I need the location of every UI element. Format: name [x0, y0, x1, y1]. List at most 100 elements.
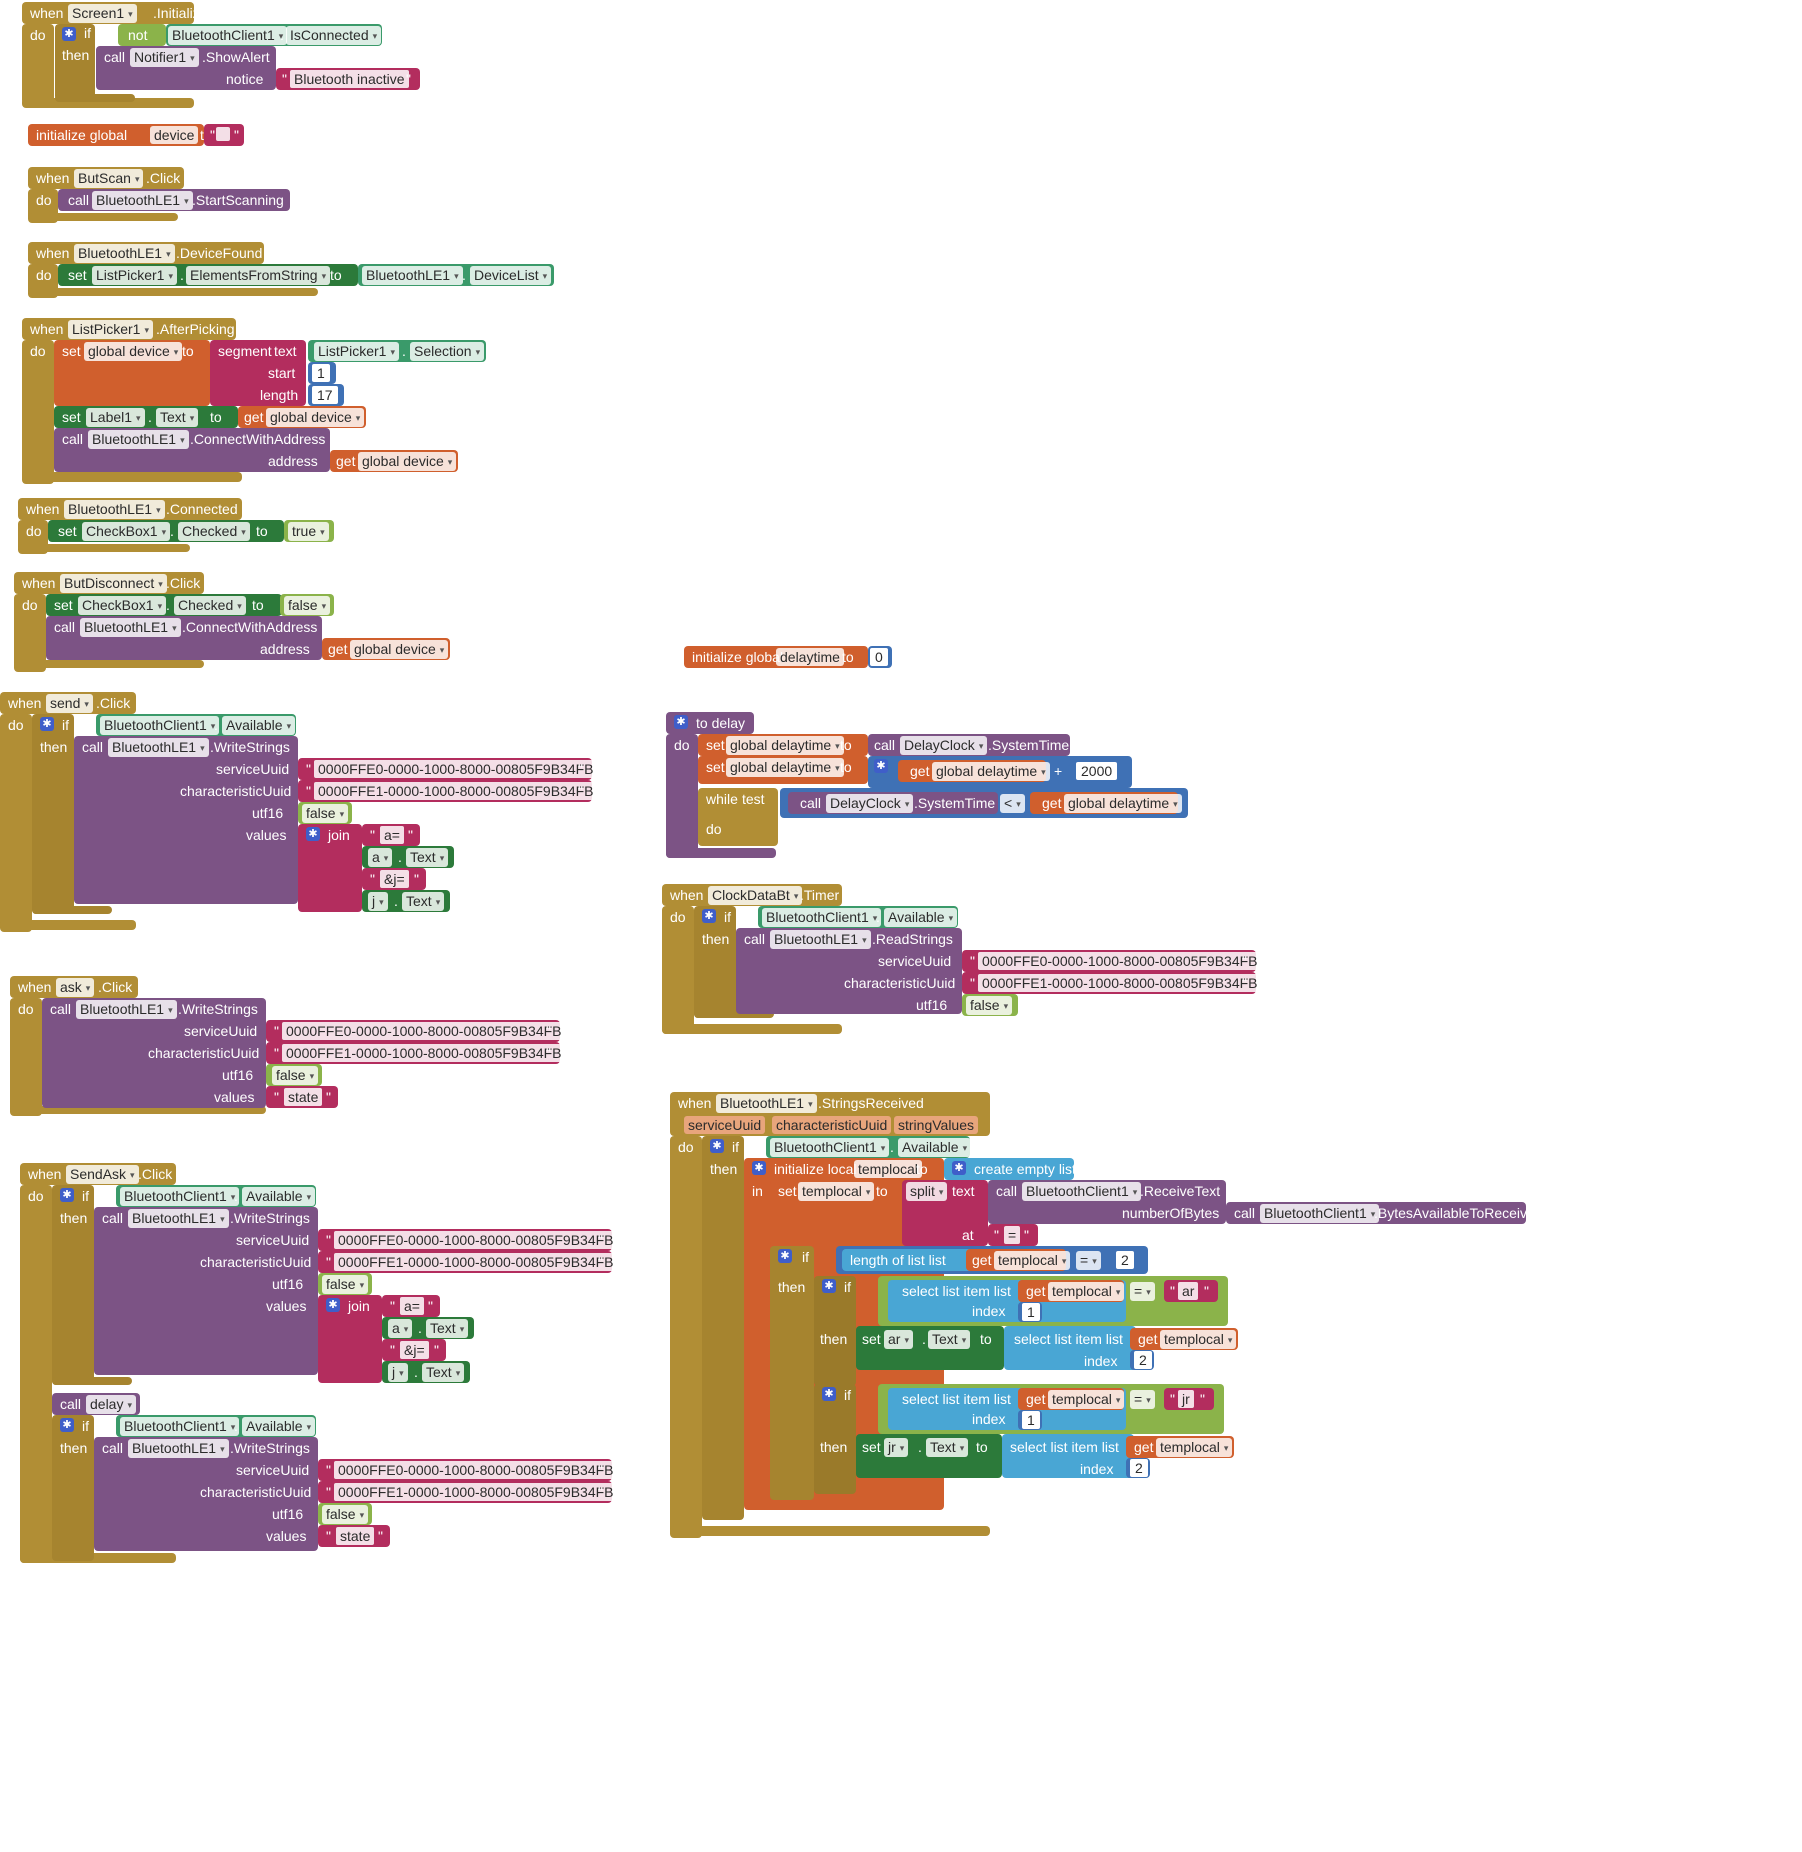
component-dropdown[interactable]: Notifier1▾ [130, 48, 199, 68]
mutator-gear-icon[interactable]: ✱ [60, 1418, 74, 1432]
event-param[interactable]: serviceUuid [684, 1116, 766, 1134]
number-literal[interactable]: 2 [1134, 1351, 1152, 1369]
boolean-dropdown[interactable]: false▾ [966, 996, 1013, 1016]
mutator-gear-icon[interactable]: ✱ [874, 759, 888, 773]
string-literal[interactable]: 0000FFE1-0000-1000-8000-00805F9B34FB [314, 782, 598, 800]
component-dropdown[interactable]: BluetoothClient1▾ [100, 716, 220, 736]
property-dropdown[interactable]: Available▾ [242, 1187, 316, 1207]
string-literal[interactable]: &j= [380, 870, 409, 888]
string-literal[interactable]: 0000FFE0-0000-1000-8000-00805F9B34FB [282, 1022, 566, 1040]
string-literal[interactable]: = [1004, 1226, 1021, 1244]
property-dropdown[interactable]: Checked▾ [174, 596, 246, 616]
variable-name-field[interactable]: delaytime [776, 648, 844, 666]
component-dropdown[interactable]: a▾ [388, 1319, 413, 1339]
component-dropdown[interactable]: j▾ [368, 892, 388, 912]
number-literal[interactable]: 2 [1130, 1459, 1148, 1477]
variable-name-field[interactable]: device [150, 126, 199, 144]
property-dropdown[interactable]: Available▾ [898, 1138, 972, 1158]
compare-operator-dropdown[interactable]: <▾ [1000, 794, 1025, 814]
number-literal[interactable]: 17 [312, 386, 338, 404]
component-dropdown[interactable]: BluetoothLE1▾ [108, 738, 209, 758]
event-ask-click[interactable]: when ask▾ .Click do call BluetoothLE1▾ .… [10, 976, 570, 1116]
property-dropdown[interactable]: Selection▾ [410, 342, 485, 362]
mutator-gear-icon[interactable]: ✱ [822, 1279, 836, 1293]
event-ble-devicefound[interactable]: when BluetoothLE1▾ .DeviceFound do set L… [28, 242, 568, 298]
event-butscan-click[interactable]: when ButScan▾ .Click do call BluetoothLE… [28, 167, 298, 223]
boolean-dropdown[interactable]: false▾ [322, 1505, 369, 1525]
event-ble-stringsreceived[interactable]: when BluetoothLE1▾ .StringsReceived serv… [670, 1092, 1540, 1542]
component-dropdown[interactable]: CheckBox1▾ [82, 522, 171, 542]
variable-dropdown[interactable]: global device▾ [266, 408, 365, 428]
component-dropdown[interactable]: BluetoothLE1▾ [716, 1094, 817, 1114]
variable-dropdown[interactable]: global delaytime▾ [726, 758, 844, 778]
string-literal[interactable]: state [336, 1527, 375, 1545]
procedure-dropdown[interactable]: delay▾ [86, 1395, 136, 1415]
mutator-gear-icon[interactable]: ✱ [778, 1249, 792, 1263]
string-literal[interactable]: 0000FFE0-0000-1000-8000-00805F9B34FB [334, 1231, 618, 1249]
string-literal[interactable]: a= [400, 1297, 424, 1315]
event-sendask-click[interactable]: when SendAsk▾ .Click do ✱ if then Blueto… [20, 1163, 620, 1563]
string-literal[interactable]: 0000FFE0-0000-1000-8000-00805F9B34FB [314, 760, 598, 778]
component-dropdown[interactable]: BluetoothLE1▾ [64, 500, 165, 520]
boolean-dropdown[interactable]: false▾ [272, 1066, 319, 1086]
global-device-init[interactable]: initialize global device to " " [28, 124, 248, 146]
variable-dropdown[interactable]: global delaytime▾ [726, 736, 844, 756]
component-dropdown[interactable]: DelayClock▾ [900, 736, 988, 756]
variable-dropdown[interactable]: templocal▾ [994, 1251, 1071, 1271]
component-dropdown[interactable]: BluetoothLE1▾ [74, 244, 175, 264]
component-dropdown[interactable]: BluetoothLE1▾ [80, 618, 181, 638]
variable-dropdown[interactable]: global device▾ [358, 452, 457, 472]
variable-dropdown[interactable]: templocal▾ [1156, 1438, 1233, 1458]
property-dropdown[interactable]: Text▾ [402, 892, 445, 912]
event-ble-connected[interactable]: when BluetoothLE1▾ .Connected do set Che… [18, 498, 338, 554]
variable-dropdown[interactable]: global delaytime▾ [1064, 794, 1182, 814]
variable-dropdown[interactable]: templocal▾ [1160, 1330, 1237, 1350]
variable-dropdown[interactable]: templocal▾ [1048, 1390, 1125, 1410]
empty-string-literal[interactable] [216, 127, 230, 141]
variable-name-field[interactable]: templocal [854, 1160, 922, 1178]
property-dropdown[interactable]: Text▾ [422, 1363, 465, 1383]
mutator-gear-icon[interactable]: ✱ [752, 1161, 766, 1175]
component-dropdown[interactable]: BluetoothClient1▾ [770, 1138, 890, 1158]
string-literal[interactable]: a= [380, 826, 404, 844]
number-literal[interactable]: 1 [1022, 1303, 1040, 1321]
number-literal[interactable]: 1 [312, 364, 330, 382]
number-literal[interactable]: 2000 [1076, 762, 1118, 780]
mutator-gear-icon[interactable]: ✱ [62, 27, 76, 41]
component-dropdown[interactable]: ask▾ [56, 978, 95, 998]
compare-operator-dropdown[interactable]: =▾ [1076, 1251, 1101, 1271]
compare-operator-dropdown[interactable]: =▾ [1130, 1282, 1155, 1302]
number-literal[interactable]: 2 [1116, 1251, 1134, 1269]
component-dropdown[interactable]: ListPicker1▾ [68, 320, 153, 340]
component-dropdown[interactable]: BluetoothLE1▾ [128, 1439, 229, 1459]
property-dropdown[interactable]: Available▾ [222, 716, 296, 736]
string-literal[interactable]: 0000FFE1-0000-1000-8000-00805F9B34FB [334, 1253, 618, 1271]
string-literal[interactable]: &j= [400, 1341, 429, 1359]
mutator-gear-icon[interactable]: ✱ [40, 717, 54, 731]
component-dropdown[interactable]: a▾ [368, 848, 393, 868]
number-literal[interactable]: 1 [1022, 1411, 1040, 1429]
property-dropdown[interactable]: Text▾ [156, 408, 199, 428]
property-dropdown[interactable]: IsConnected▾ [286, 26, 382, 46]
boolean-dropdown[interactable]: false▾ [284, 596, 331, 616]
property-dropdown[interactable]: Checked▾ [178, 522, 250, 542]
event-param[interactable]: stringValues [894, 1116, 979, 1134]
mutator-gear-icon[interactable]: ✱ [822, 1387, 836, 1401]
mutator-gear-icon[interactable]: ✱ [326, 1298, 340, 1312]
event-screen1-initialize[interactable]: when Screen1▾ .Initialize do ✱ if then n… [22, 2, 422, 112]
component-dropdown[interactable]: BluetoothClient1▾ [1022, 1182, 1142, 1202]
component-dropdown[interactable]: BluetoothLE1▾ [128, 1209, 229, 1229]
property-dropdown[interactable]: DeviceList▾ [470, 266, 552, 286]
event-clockdatabt-timer[interactable]: when ClockDataBt▾ .Timer do ✱ if then Bl… [662, 884, 1262, 1034]
property-dropdown[interactable]: Available▾ [242, 1417, 316, 1437]
variable-dropdown[interactable]: global delaytime▾ [932, 762, 1050, 782]
component-dropdown[interactable]: ListPicker1▾ [92, 266, 177, 286]
mutator-gear-icon[interactable]: ✱ [306, 827, 320, 841]
event-listpicker-afterpicking[interactable]: when ListPicker1▾ .AfterPicking do set g… [22, 318, 492, 484]
string-literal[interactable]: state [284, 1088, 323, 1106]
property-dropdown[interactable]: Text▾ [406, 848, 449, 868]
component-dropdown[interactable]: Label1▾ [86, 408, 145, 428]
component-dropdown[interactable]: BluetoothLE1▾ [76, 1000, 177, 1020]
variable-dropdown[interactable]: templocal▾ [1048, 1282, 1125, 1302]
component-dropdown[interactable]: BluetoothLE1▾ [92, 191, 193, 211]
